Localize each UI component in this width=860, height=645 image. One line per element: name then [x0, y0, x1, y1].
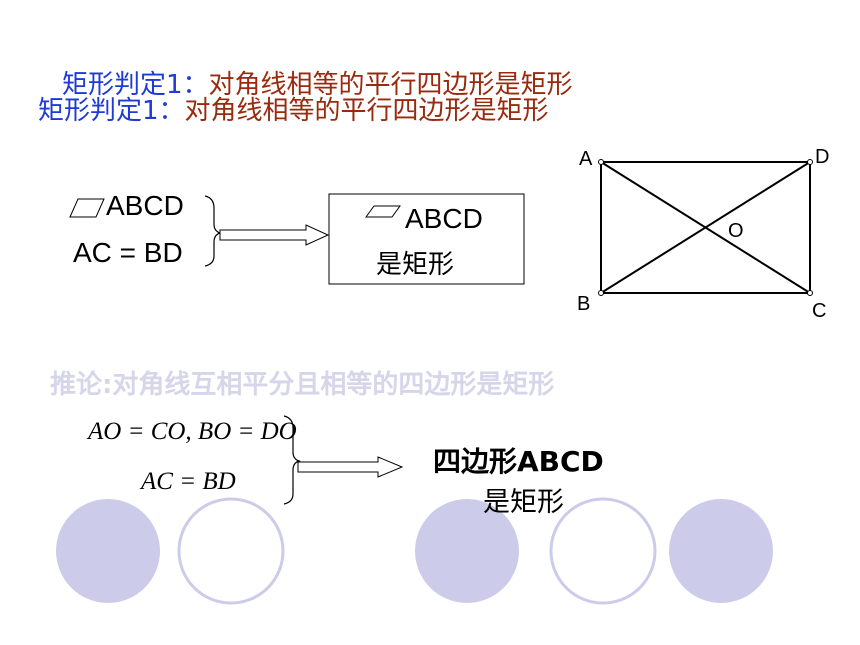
theorem-text: 对角线相等的平行四边形是矩形: [208, 70, 573, 100]
decor-circle-filled: [56, 499, 160, 603]
corollary-brace: [283, 415, 301, 505]
condition-line1: ABCD: [106, 190, 184, 221]
corollary-eq2: AC = BD: [141, 468, 236, 495]
theorem-title: 矩形判定1：对角线相等的平行四边形是矩形: [38, 96, 549, 126]
vertex-d-point: [807, 159, 813, 165]
implies-arrow: [297, 456, 404, 478]
condition-line2: AC = BD: [73, 237, 183, 268]
vertex-b-point: [598, 290, 604, 296]
theorem-label: 矩形判定1：: [38, 96, 185, 126]
conclusion-line2: 是矩形: [376, 250, 455, 280]
center-o-label: O: [728, 220, 744, 242]
vertex-c-point: [807, 290, 813, 296]
parallelogram-icon: [365, 205, 401, 218]
parallelogram-icon: [69, 198, 105, 218]
decor-circle-filled: [415, 499, 519, 603]
theorem-label: 矩形判定1：: [62, 70, 209, 100]
condition-brace: [204, 195, 222, 267]
implies-arrow: [219, 224, 330, 246]
corollary-text: 推论:对角线互相平分且相等的四边形是矩形: [50, 370, 555, 400]
vertex-a-label: A: [579, 148, 593, 170]
conclusion-line1: ABCD: [405, 203, 483, 234]
vertex-a-point: [598, 159, 604, 165]
decor-circle-outline: [177, 497, 285, 605]
diagonal-bd: [600, 161, 811, 294]
corollary-result-line1: 四边形ABCD: [433, 445, 604, 478]
conclusion-box: [328, 193, 525, 285]
rectangle-figure: [600, 161, 811, 294]
vertex-d-label: D: [815, 146, 830, 168]
theorem-text: 对角线相等的平行四边形是矩形: [184, 96, 549, 126]
corollary-eq1: AO = CO, BO = DO: [88, 418, 297, 445]
vertex-c-label: C: [812, 300, 827, 322]
corollary-result-line2: 是矩形: [483, 487, 564, 518]
vertex-b-label: B: [577, 293, 591, 315]
theorem-title-back: 矩形判定1：对角线相等的平行四边形是矩形: [62, 70, 573, 100]
decor-circle-filled: [669, 499, 773, 603]
decor-circle-outline: [549, 497, 657, 605]
